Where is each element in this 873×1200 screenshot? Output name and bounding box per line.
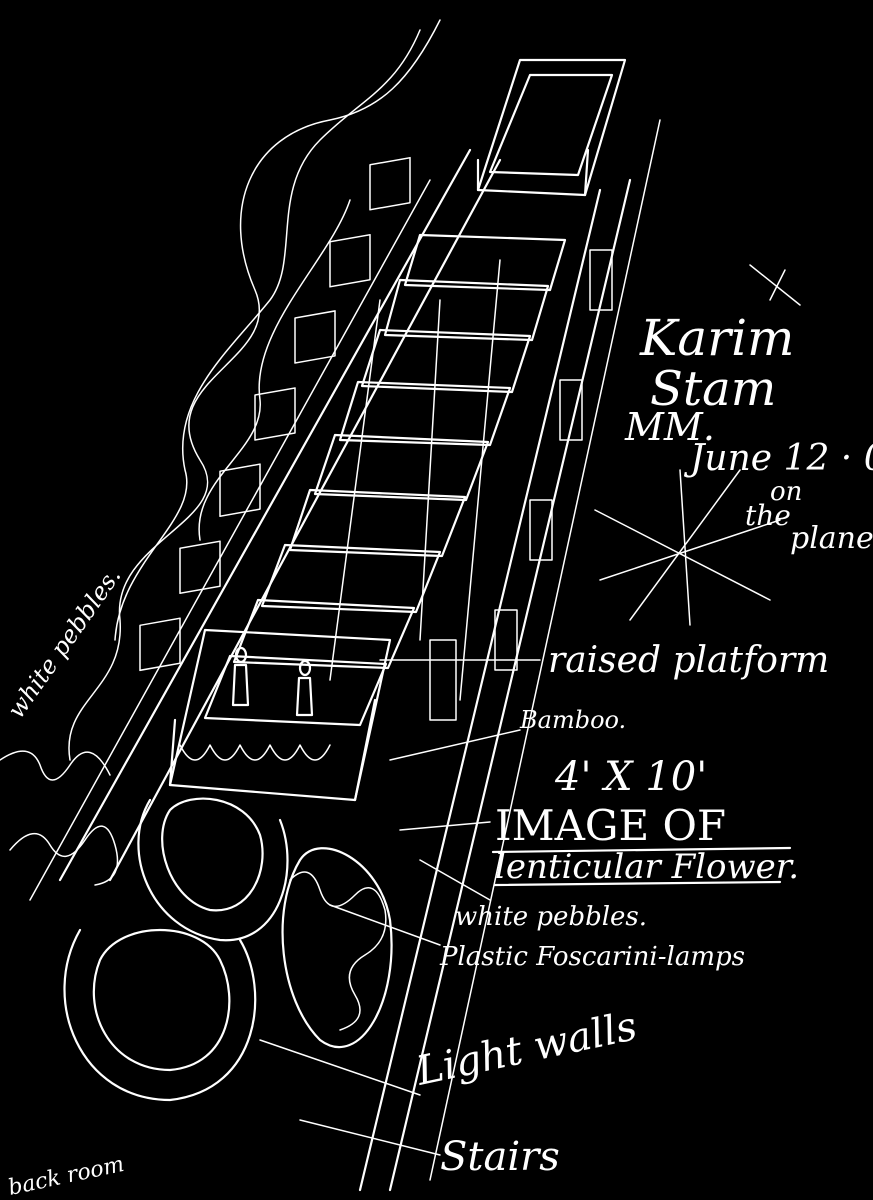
label-back-room: back room bbox=[6, 1152, 126, 1200]
left-wall-frames bbox=[139, 156, 411, 672]
signature-karim: Karim bbox=[639, 309, 794, 367]
label-bamboo: Bamboo. bbox=[519, 706, 626, 734]
label-lenticular-flower: lenticular Flower. bbox=[495, 847, 799, 887]
label-raised-platform: raised platform bbox=[548, 640, 829, 681]
label-dimensions: 4' X 10' bbox=[554, 754, 707, 800]
sketch-date: June 12 · 01 bbox=[683, 438, 873, 479]
label-light-walls: Light walls bbox=[412, 1003, 641, 1095]
pebble-beds bbox=[0, 750, 393, 1102]
label-stairs: Stairs bbox=[440, 1134, 560, 1180]
landscape-contour bbox=[68, 19, 441, 761]
signature-stam: Stam bbox=[650, 361, 776, 417]
location-plane: plane bbox=[790, 521, 873, 556]
label-white-pebbles-left: white pebbles. bbox=[2, 562, 127, 723]
signature-mm: MM. bbox=[624, 405, 715, 449]
label-foscarini-lamps: Plastic Foscarini-lamps bbox=[439, 942, 745, 972]
leader-lines bbox=[259, 659, 792, 1156]
platform-modules bbox=[168, 233, 567, 802]
end-box bbox=[476, 58, 627, 197]
label-white-pebbles-right: white pebbles. bbox=[455, 902, 647, 932]
corridor-walls bbox=[29, 119, 661, 1192]
annotation-group: Karim Stam MM. June 12 · 01 on the plane… bbox=[2, 309, 873, 1200]
human-figures bbox=[231, 646, 314, 717]
label-image-of: IMAGE OF bbox=[495, 801, 726, 850]
location-on: on bbox=[770, 477, 802, 507]
location-the: the bbox=[745, 499, 791, 532]
right-wall-boxes bbox=[429, 249, 613, 721]
cross-mark bbox=[594, 264, 801, 626]
